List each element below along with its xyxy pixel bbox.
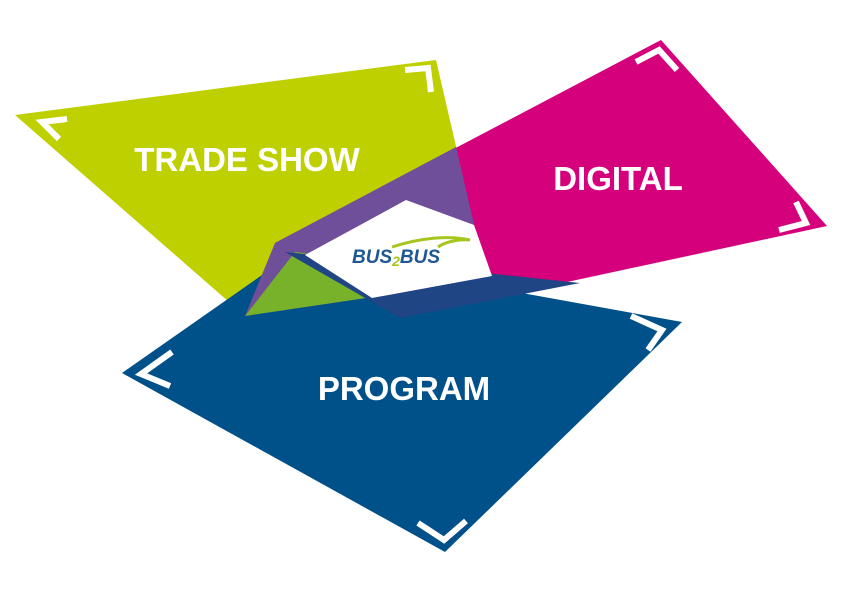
program-corner-left-icon bbox=[134, 349, 174, 389]
center-overlap bbox=[305, 200, 492, 298]
svg-text:BUS2BUS: BUS2BUS bbox=[352, 247, 440, 269]
digital-label: DIGITAL bbox=[553, 160, 683, 197]
logo-bus-first: BUS bbox=[352, 247, 392, 268]
program-label: PROGRAM bbox=[318, 370, 490, 407]
logo-swoosh-icon bbox=[391, 236, 471, 249]
bus2bus-logo: BUS2BUS bbox=[352, 236, 471, 269]
trade-show-label: TRADE SHOW bbox=[134, 141, 360, 178]
logo-2: 2 bbox=[391, 253, 400, 269]
program-corner-bottom-icon bbox=[416, 518, 468, 544]
trade-show-corner-right-icon bbox=[404, 64, 434, 93]
program-panel bbox=[122, 252, 682, 552]
digital-corner-top-icon bbox=[634, 46, 680, 73]
digital-corner-bottom-icon bbox=[778, 200, 811, 233]
logo-bus-second: BUS bbox=[400, 247, 440, 268]
trade-show-corner-left-icon bbox=[35, 116, 68, 142]
program-corner-right-icon bbox=[629, 313, 667, 352]
